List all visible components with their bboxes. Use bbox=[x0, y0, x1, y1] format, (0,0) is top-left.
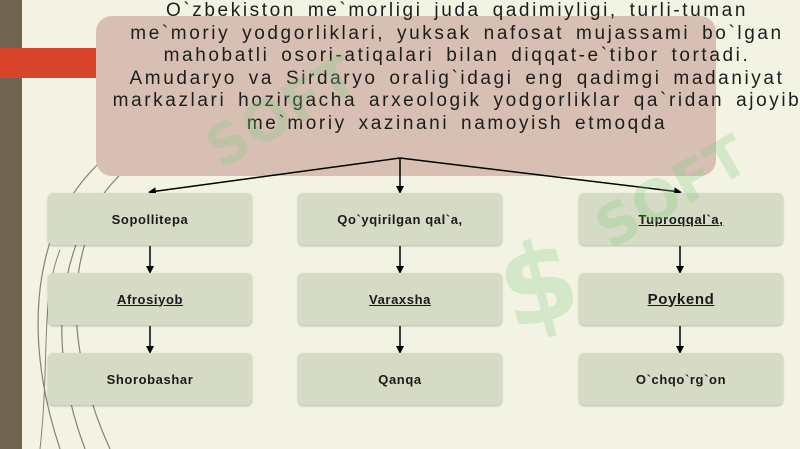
node-shorobashar: Shorobashar bbox=[48, 353, 252, 405]
node-label: Poykend bbox=[647, 290, 715, 308]
main-description: O`zbekiston me`morligi juda qadimiyligi,… bbox=[112, 0, 800, 134]
node-ochqorgon: O`chqo`rg`on bbox=[579, 353, 783, 405]
connector-root-right bbox=[399, 157, 682, 196]
node-label: Afrosiyob bbox=[116, 291, 184, 307]
node-label: Shorobashar bbox=[106, 371, 194, 387]
node-tuproqqala: Tuproqqal`a, bbox=[579, 193, 783, 245]
node-label: Sopollitepa bbox=[111, 211, 189, 227]
main-text-box bbox=[96, 16, 716, 176]
node-label: Varaxsha bbox=[369, 291, 431, 307]
node-poykend: Poykend bbox=[579, 273, 783, 325]
node-varaxsha: Varaxsha bbox=[298, 273, 502, 325]
connector-root-left bbox=[148, 157, 401, 196]
node-label: O`chqo`rg`on bbox=[635, 371, 727, 387]
node-label: Tuproqqal`a, bbox=[638, 211, 724, 227]
decorative-side-bar bbox=[0, 0, 22, 449]
node-label: Qo`yqirilgan qal`a, bbox=[337, 211, 463, 227]
node-sopollitepa: Sopollitepa bbox=[48, 193, 252, 245]
node-qoyqirilgan-qala: Qo`yqirilgan qal`a, bbox=[298, 193, 502, 245]
node-label: Qanqa bbox=[378, 371, 422, 387]
node-afrosiyob: Afrosiyob bbox=[48, 273, 252, 325]
node-qanqa: Qanqa bbox=[298, 353, 502, 405]
